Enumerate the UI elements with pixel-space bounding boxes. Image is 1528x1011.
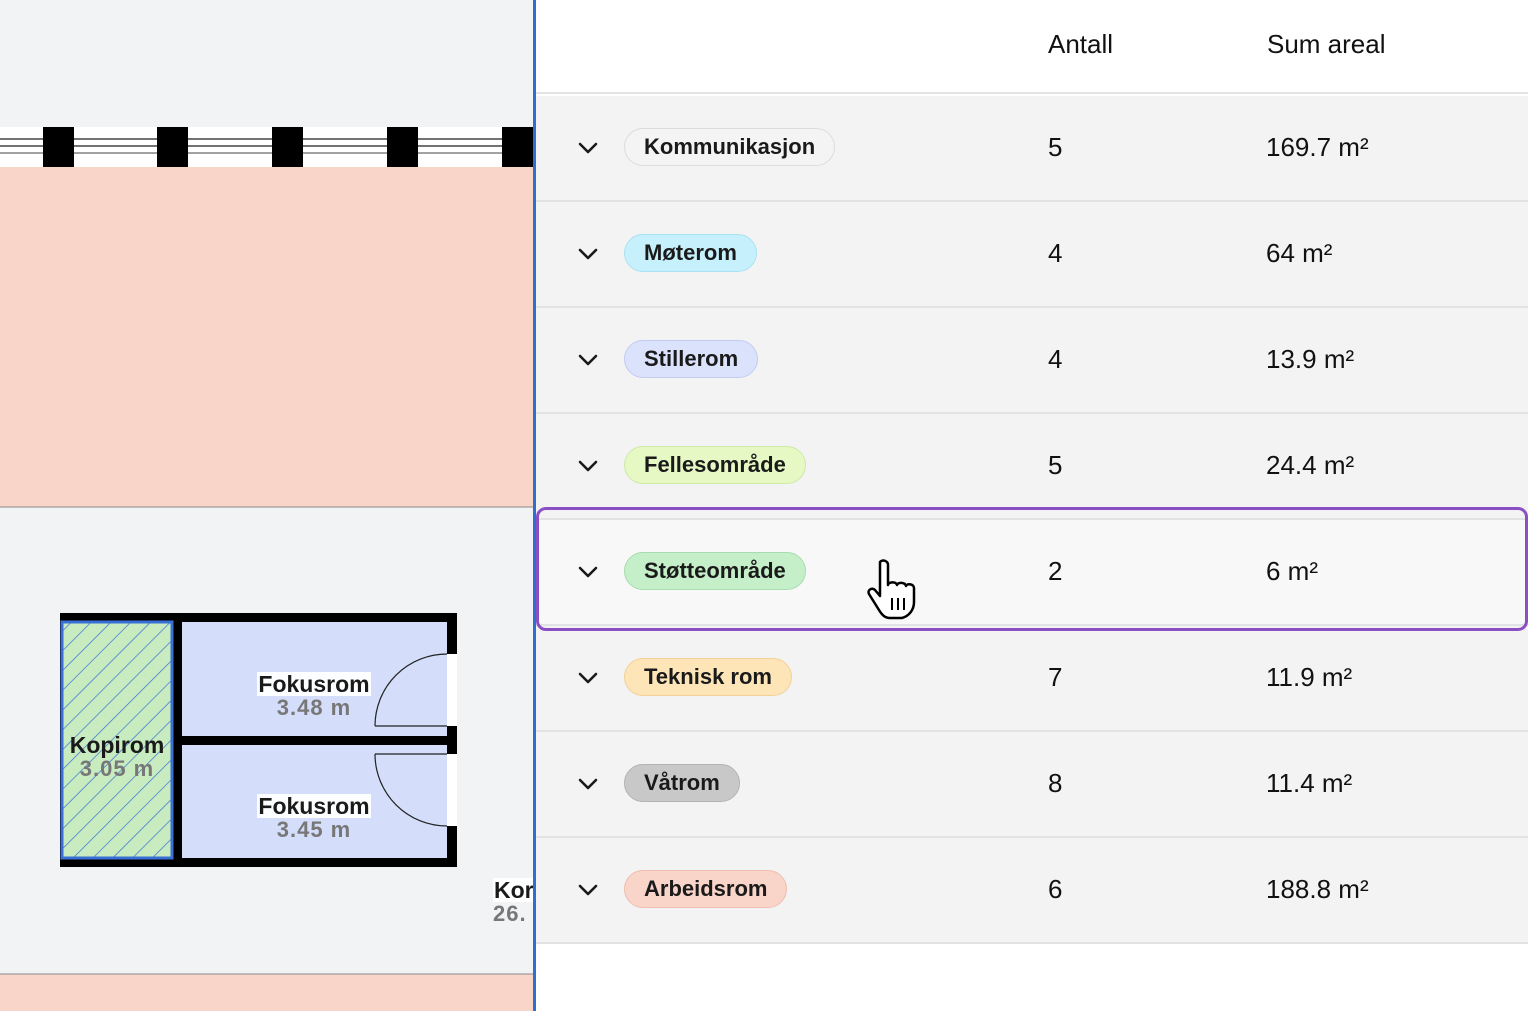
chevron-down-icon[interactable]: [576, 136, 600, 160]
chevron-down-icon[interactable]: [576, 878, 600, 902]
category-tag: Våtrom: [624, 764, 740, 802]
room-name: Fokusrom: [257, 671, 371, 697]
row-sum-area: 24.4 m²: [1266, 450, 1355, 480]
table-row[interactable]: Møterom 4 64 m²: [536, 202, 1528, 308]
row-count: 4: [1048, 238, 1063, 268]
hand-pointer-icon: [867, 559, 916, 620]
row-sum-area: 11.9 m²: [1266, 662, 1353, 692]
room-name: Kor: [493, 877, 535, 903]
chevron-down-icon[interactable]: [576, 560, 600, 584]
category-tag: Møterom: [624, 234, 757, 272]
floor-plan[interactable]: Kopirom 3.05 m Fokusrom 3.48 m Fokusrom …: [0, 0, 536, 1011]
chevron-down-icon[interactable]: [576, 666, 600, 690]
table-row[interactable]: Teknisk rom 7 11.9 m²: [536, 626, 1528, 732]
table-row[interactable]: Fellesområde 5 24.4 m²: [536, 414, 1528, 520]
panel-divider[interactable]: [533, 0, 536, 1011]
room-area: 3.45 m: [276, 817, 352, 842]
chevron-down-icon[interactable]: [576, 242, 600, 266]
row-count: 7: [1048, 662, 1063, 692]
room-area-pink-bottom[interactable]: [0, 974, 533, 1011]
room-label-kopirom: Kopirom 3.05 m: [60, 733, 174, 781]
table-row[interactable]: Stillerom 4 13.9 m²: [536, 308, 1528, 414]
row-count: 8: [1048, 768, 1063, 798]
category-tag: Kommunikasjon: [624, 128, 836, 166]
room-area: 3.48 m: [276, 695, 352, 720]
category-tag: Arbeidsrom: [624, 870, 788, 908]
table-row[interactable]: Arbeidsrom 6 188.8 m²: [536, 838, 1528, 944]
chevron-down-icon[interactable]: [576, 454, 600, 478]
category-tag: Støtteområde: [624, 552, 806, 590]
row-count: 5: [1048, 450, 1063, 480]
row-sum-area: 64 m²: [1266, 238, 1333, 268]
floor-plan-drawing: [0, 127, 533, 1011]
room-name: Kopirom: [69, 732, 165, 758]
table-row[interactable]: Kommunikasjon 5 169.7 m²: [536, 96, 1528, 202]
row-sum-area: 169.7 m²: [1266, 132, 1369, 162]
column-header-antall[interactable]: Antall: [1048, 29, 1114, 59]
category-tag: Stillerom: [624, 340, 759, 378]
row-count: 5: [1048, 132, 1063, 162]
row-sum-area: 6 m²: [1266, 556, 1318, 586]
chevron-down-icon[interactable]: [576, 772, 600, 796]
table-header: Antall Sum areal: [536, 0, 1528, 94]
room-area-pink[interactable]: [0, 167, 533, 507]
row-count: 2: [1048, 556, 1063, 586]
room-area: 26.: [493, 901, 527, 926]
category-tag: Teknisk rom: [624, 658, 792, 696]
column-header-sum-areal[interactable]: Sum areal: [1267, 29, 1386, 59]
door-swing: [374, 653, 448, 827]
room-label-korridor: Kor 26.: [493, 878, 535, 926]
chevron-down-icon[interactable]: [576, 348, 600, 372]
row-count: 6: [1048, 874, 1063, 904]
room-label-fokusrom-2: Fokusrom 3.45 m: [240, 794, 388, 842]
exterior-wall-with-windows: [0, 127, 533, 167]
row-count: 4: [1048, 344, 1063, 374]
table-row[interactable]: Støtteområde 2 6 m²: [536, 520, 1528, 626]
row-sum-area: 13.9 m²: [1266, 344, 1355, 374]
room-label-fokusrom-1: Fokusrom 3.48 m: [240, 672, 388, 720]
row-sum-area: 188.8 m²: [1266, 874, 1369, 904]
table-row[interactable]: Våtrom 8 11.4 m²: [536, 732, 1528, 838]
room-name: Fokusrom: [257, 793, 371, 819]
row-sum-area: 11.4 m²: [1266, 768, 1353, 798]
room-area: 3.05 m: [79, 756, 155, 781]
room-category-table: Antall Sum areal Kommunikasjon 5 169.7 m² M…: [536, 0, 1528, 1011]
category-tag: Fellesområde: [624, 446, 806, 484]
room-kopirom[interactable]: [60, 620, 174, 860]
